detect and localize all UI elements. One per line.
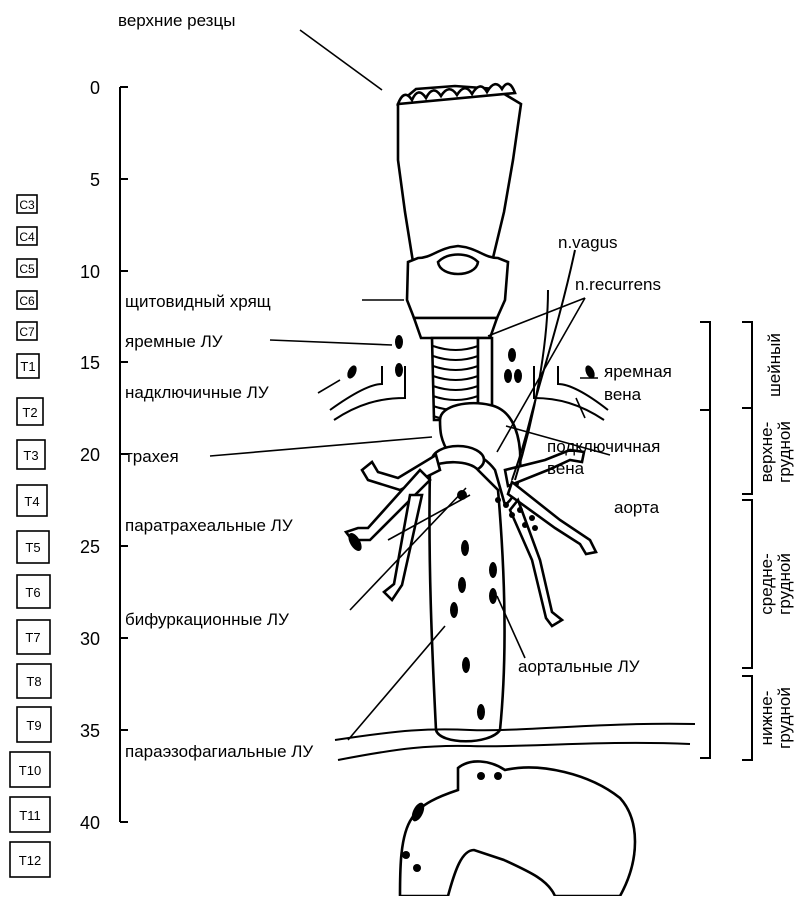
vertebra-label: T8 (26, 674, 41, 689)
vertebra-label: T12 (19, 853, 41, 868)
thoracic-bracket (700, 322, 710, 758)
right-vein-upper (558, 366, 608, 410)
tick-label: 35 (80, 721, 100, 741)
label-jugular-vein: яремная (604, 362, 672, 381)
lower-thoracic-bracket (742, 676, 752, 760)
label-jugular-nodes: яремные ЛУ (125, 332, 223, 351)
gastric-node (494, 772, 502, 780)
gastric-node (477, 772, 485, 780)
pharynx-shape (398, 86, 521, 262)
diaphragm-lower (338, 743, 690, 760)
aortic-node (489, 562, 497, 578)
vertebra-label: C4 (19, 230, 35, 244)
tick-label: 5 (90, 170, 100, 190)
vertebra-label: T10 (19, 763, 41, 778)
vertebra-label: T3 (23, 448, 38, 463)
tick-label: 25 (80, 537, 100, 557)
label-upper-incisors: верхние резцы (118, 11, 235, 30)
stomach (400, 761, 635, 896)
section-upper-thoracic-2: грудной (775, 421, 794, 483)
vertebra-label: T9 (26, 718, 41, 733)
paraesophageal-node (462, 657, 470, 673)
diaphragm-upper (335, 724, 695, 740)
jugular-node (514, 369, 522, 383)
label-paraesophageal-nodes: параэзофагиальные ЛУ (125, 742, 313, 761)
section-cervical: шейный (765, 333, 784, 397)
vertebrae-column: C3 C4 C5 C6 C7 T1 T2 T3 T4 T5 T6 T7 T8 T… (10, 195, 51, 877)
cricoid (414, 318, 497, 338)
label-thyroid-cartilage: щитовидный хрящ (125, 292, 271, 311)
label-n-recurrens: n.recurrens (575, 275, 661, 294)
bifurcation-node (503, 502, 509, 508)
supraclavicular-node (345, 364, 358, 380)
tick-label: 30 (80, 629, 100, 649)
bifurcation-node (529, 515, 535, 521)
label-paratracheal-nodes: паратрахеальные ЛУ (125, 516, 293, 535)
tick-label: 40 (80, 813, 100, 833)
vertebra-label: T1 (20, 359, 35, 374)
left-vein-lower (334, 366, 405, 420)
middle-thoracic-bracket (742, 500, 752, 668)
hyoid-shape (438, 255, 478, 275)
label-jugular-vein-2: вена (604, 385, 642, 404)
section-middle-thoracic-2: грудной (775, 553, 794, 615)
vertebra-label: T5 (25, 540, 40, 555)
labels: верхние резцы щитовидный хрящ яремные ЛУ… (118, 11, 672, 761)
tick-label: 20 (80, 445, 100, 465)
label-aortic-nodes: аортальные ЛУ (518, 657, 640, 676)
paraesophageal-node (461, 540, 469, 556)
anatomy-drawing (330, 84, 695, 896)
vertebra-label: C5 (19, 262, 35, 276)
vertebra-label: T11 (19, 808, 40, 823)
paraesophageal-node (477, 704, 485, 720)
gastric-node (402, 851, 410, 859)
label-trachea: трахея (125, 447, 179, 466)
tick-label: 0 (90, 78, 100, 98)
label-n-vagus: n.vagus (558, 233, 618, 252)
vertebra-label: C6 (19, 294, 35, 308)
vertebra-label: C7 (19, 325, 35, 339)
label-subclavian-vein: подключичная (547, 437, 660, 456)
bifurcation-node (522, 522, 528, 528)
section-lower-thoracic: нижне- (757, 691, 776, 746)
cervical-bracket (742, 322, 752, 408)
depth-scale: 0 5 10 15 20 25 30 35 40 (80, 78, 128, 833)
aortic-node (489, 588, 497, 604)
label-bifurcation-nodes: бифуркационные ЛУ (125, 610, 289, 629)
label-supraclavicular-nodes: надключичные ЛУ (125, 383, 269, 402)
bifurcation-node (517, 507, 523, 513)
jugular-node (504, 369, 512, 383)
section-middle-thoracic: средне- (757, 553, 776, 614)
paraesophageal-node (458, 577, 466, 593)
section-lower-thoracic-2: грудной (775, 687, 794, 749)
tick-label: 15 (80, 353, 100, 373)
gastric-node (413, 864, 421, 872)
bifurcation-node (509, 512, 515, 518)
section-brackets (700, 322, 752, 760)
bifurcation-node (495, 497, 501, 503)
vertebra-label: T7 (25, 630, 40, 645)
upper-thoracic-bracket (742, 408, 752, 494)
tick-label: 10 (80, 262, 100, 282)
paraesophageal-node (450, 602, 458, 618)
section-labels: шейный верхне- грудной средне- грудной н… (757, 333, 794, 749)
vertebra-label: T4 (24, 494, 39, 509)
vertebra-label: T6 (25, 585, 40, 600)
label-subclavian-vein-2: вена (547, 459, 585, 478)
vertebra-label: T2 (22, 405, 37, 420)
label-aorta: аорта (614, 498, 660, 517)
jugular-node (508, 348, 516, 362)
bifurcation-node (532, 525, 538, 531)
jugular-node (395, 363, 403, 377)
vertebra-label: C3 (19, 198, 35, 212)
section-upper-thoracic: верхне- (757, 422, 776, 483)
jugular-node (395, 335, 403, 349)
